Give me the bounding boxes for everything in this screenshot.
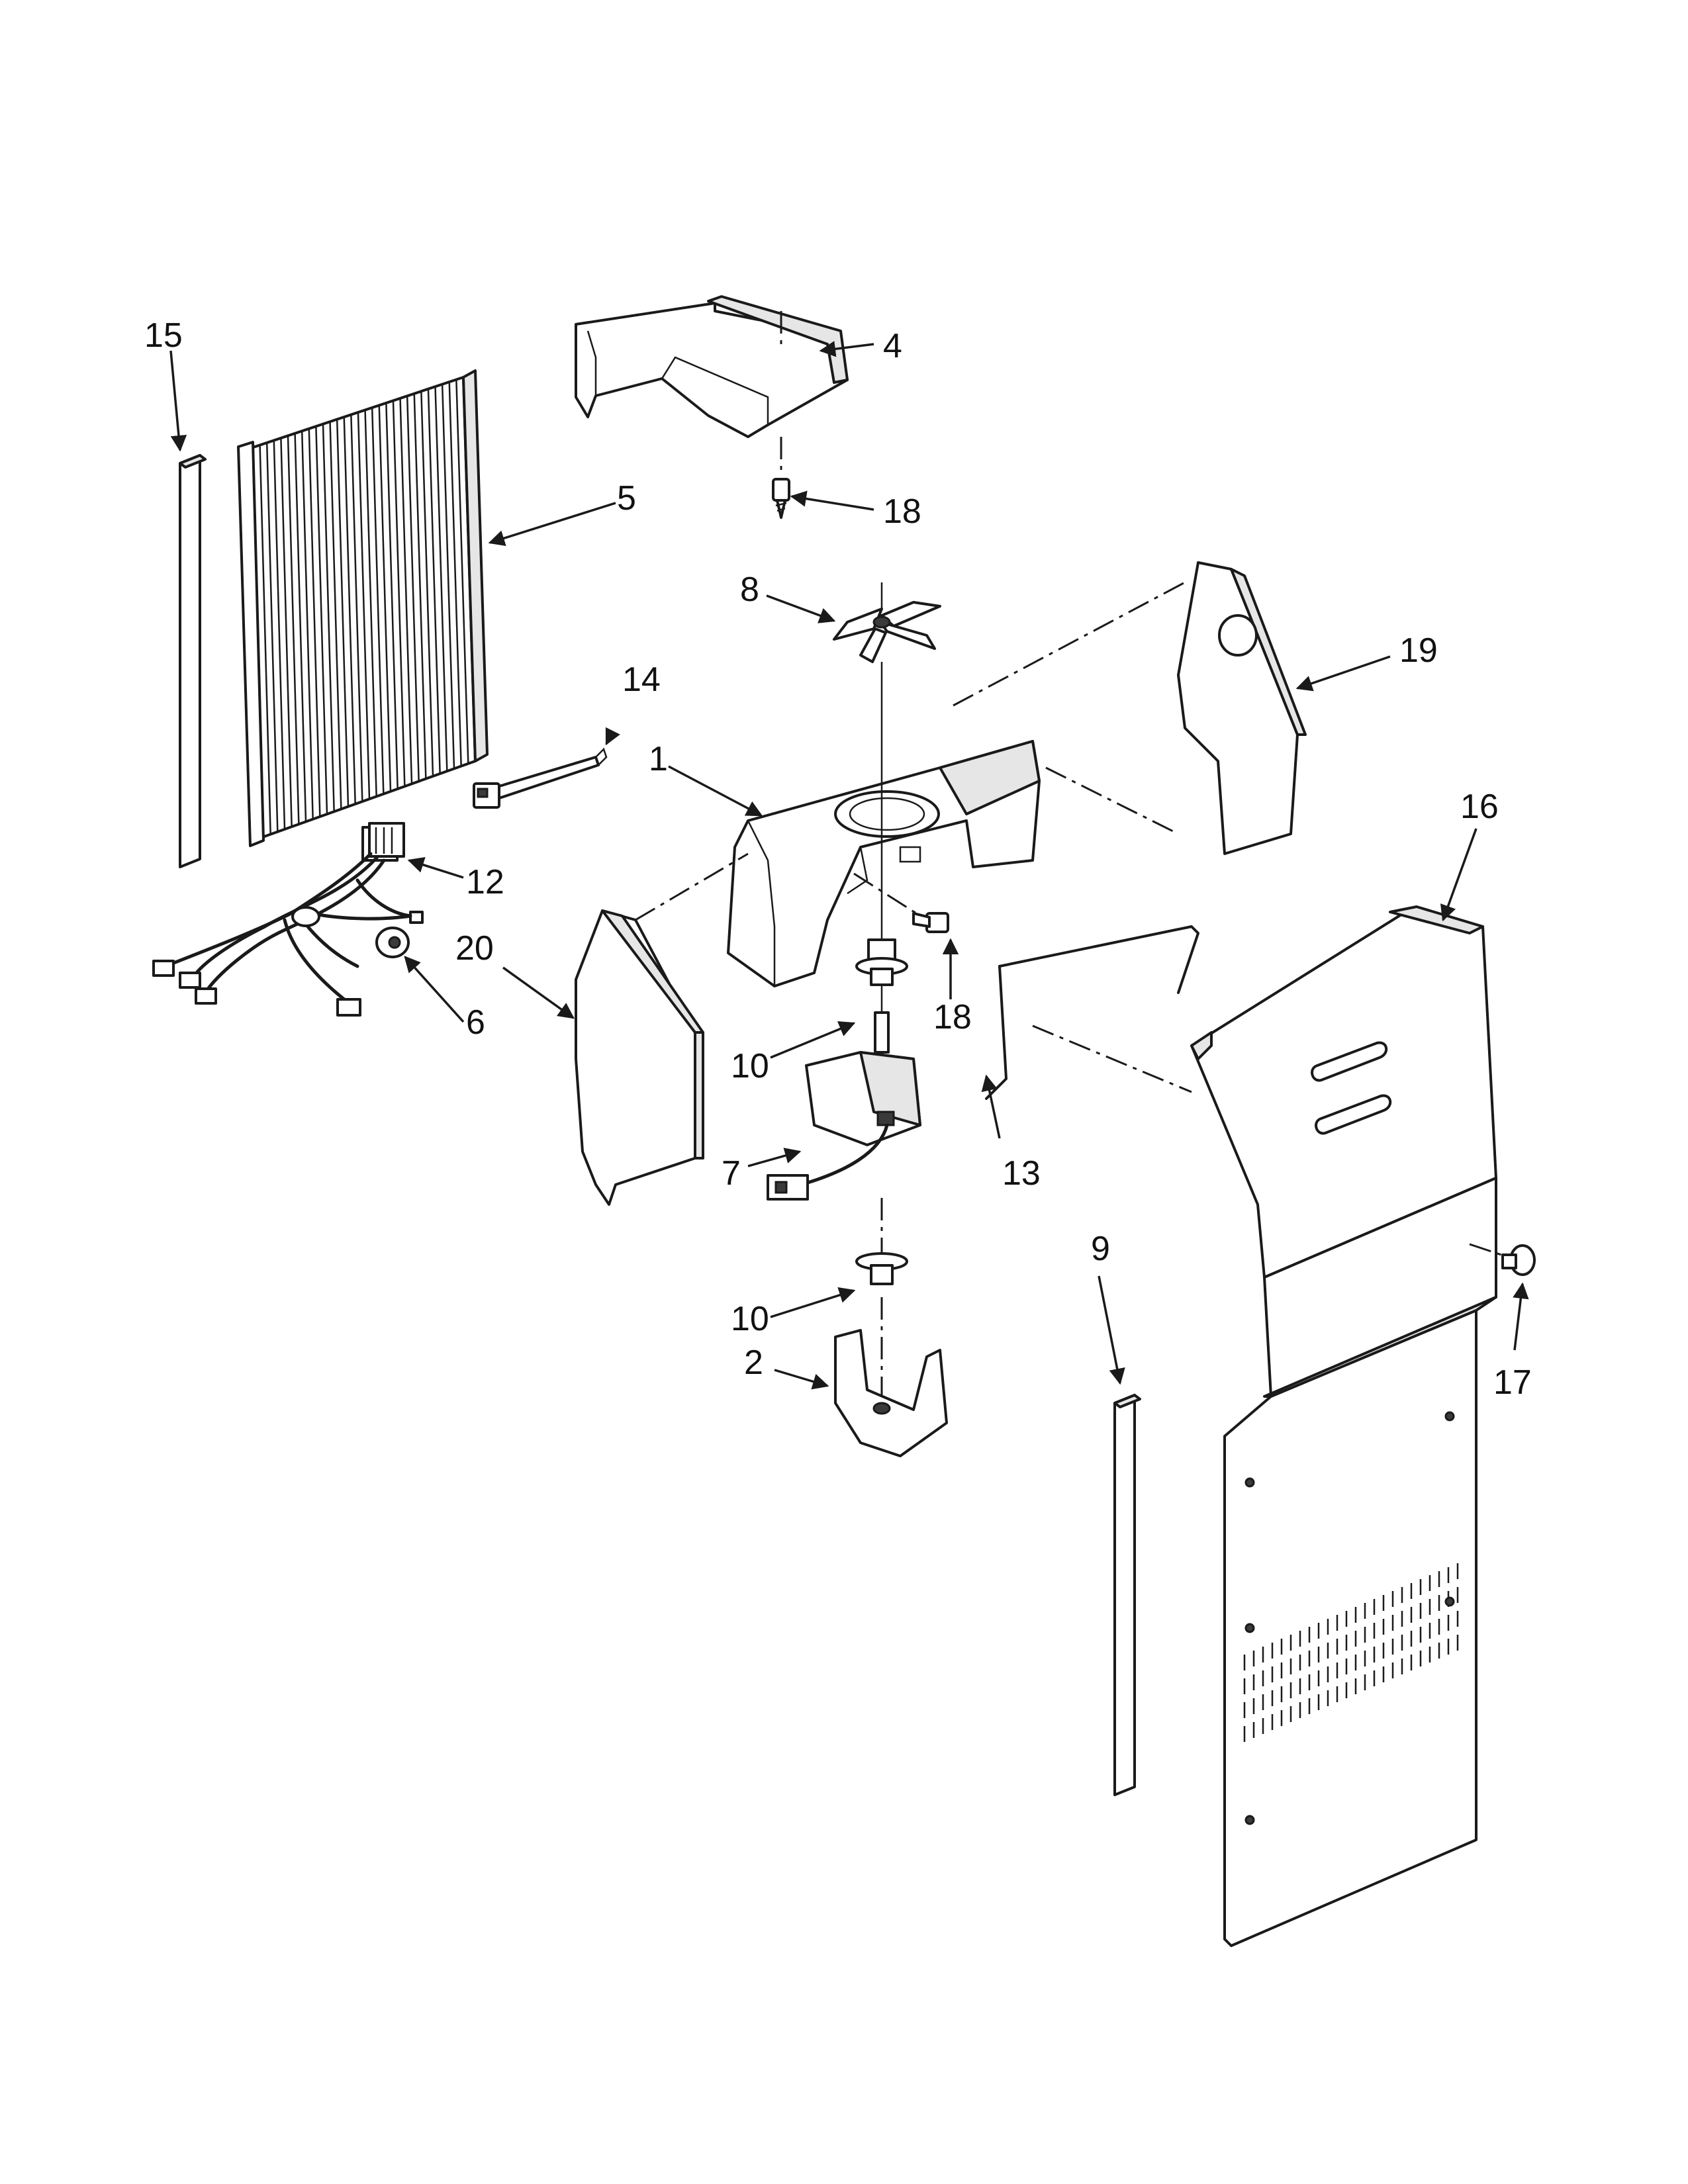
part-1-fan-shroud: [727, 662, 1041, 987]
callout-18-top: 18: [883, 492, 921, 531]
part-16-rear-panel: [1190, 905, 1497, 1947]
callout-2: 2: [744, 1343, 763, 1382]
part-6-grommet: [375, 927, 410, 958]
callout-1: 1: [649, 740, 668, 778]
callout-6: 6: [466, 1003, 485, 1042]
part-12-wiring-harness: [152, 822, 424, 1017]
callout-16: 16: [1460, 788, 1499, 826]
callout-9: 9: [1091, 1230, 1110, 1268]
callout-10-upper: 10: [731, 1047, 769, 1085]
callout-7: 7: [722, 1154, 741, 1193]
part-18-screw-top: [772, 478, 790, 519]
callout-20: 20: [455, 929, 494, 968]
part-20-left-baffle: [575, 852, 749, 1206]
leader-lines: [169, 341, 1529, 1390]
part-15-trim-strip: [179, 454, 207, 868]
callout-17: 17: [1493, 1363, 1532, 1402]
part-5-grille-panel: [237, 369, 489, 847]
part-10-grommet-upper: [855, 938, 908, 1013]
callout-10-lower: 10: [731, 1300, 769, 1338]
callout-8: 8: [740, 570, 759, 609]
part-17-screw: [1469, 1243, 1536, 1276]
part-8-fan-blade: [833, 582, 941, 663]
part-18-screw-middle: [853, 872, 949, 933]
part-2-motor-bracket: [834, 1297, 948, 1457]
callout-19: 19: [1399, 631, 1438, 670]
callout-13: 13: [1002, 1154, 1041, 1193]
callout-4: 4: [883, 327, 902, 365]
callout-12: 12: [466, 863, 504, 901]
callout-18-mid: 18: [933, 998, 972, 1036]
part-13-wire-bracket: [985, 925, 1199, 1100]
part-19-right-baffle: [953, 561, 1307, 855]
part-7-fan-motor: [767, 1011, 921, 1201]
callout-15: 15: [144, 316, 183, 355]
part-4-duct-cover: [575, 295, 849, 477]
callout-14: 14: [622, 660, 661, 699]
part-14-cable-tie: [473, 747, 608, 809]
callout-5: 5: [617, 479, 636, 518]
part-9-trim-strip: [1113, 1394, 1141, 1796]
part-10-grommet-lower: [855, 1198, 908, 1285]
callout-labels: 15 4 5 18 8 19 14 1 16 12 20 6 18 10 13 …: [144, 316, 1532, 1402]
